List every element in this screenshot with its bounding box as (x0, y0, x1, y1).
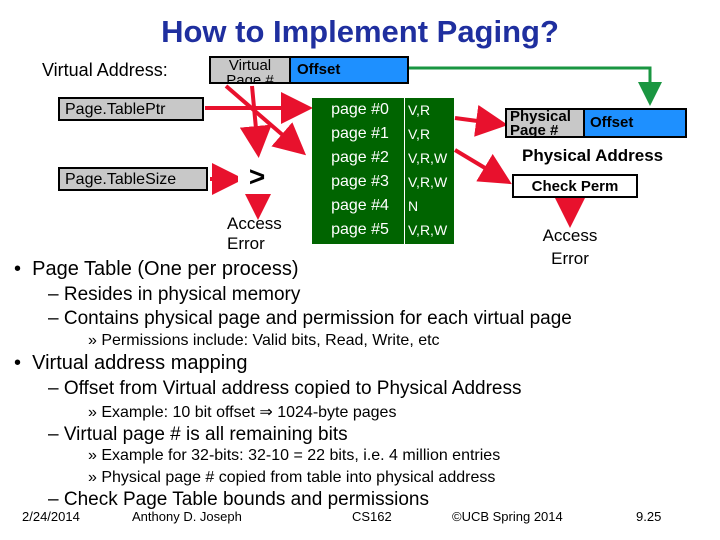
bullet-virtual-page: – Virtual page # is all remaining bits (48, 424, 348, 445)
page-table-ptr-text: Page.TablePtr (65, 101, 166, 118)
bullet-offset-example: » Example: 10 bit offset ⇒ 1024-byte pag… (88, 402, 396, 422)
physical-offset-field: Offset (583, 108, 687, 138)
offset-to-physical-arrow (409, 66, 662, 106)
page-table-perm: V,R (408, 126, 431, 142)
page-table-divider (404, 98, 405, 244)
page-table-page: page #2 (331, 149, 389, 166)
footer-course: CS162 (352, 509, 392, 524)
page-table-ptr-register: Page.TablePtr (58, 97, 204, 121)
page-table-row: page #5 V,R,W (312, 218, 454, 242)
physical-offset-field-text: Offset (590, 114, 634, 131)
table-to-check-perm-arrow (453, 148, 512, 185)
virtual-offset-field-text: Offset (297, 61, 341, 78)
page-table-size-text: Page.TableSize (65, 171, 177, 188)
footer-copyright: ©UCB Spring 2014 (452, 509, 563, 524)
bullet-permissions: » Permissions include: Valid bits, Read,… (88, 332, 440, 349)
bullet-mapping-text: Virtual address mapping (32, 352, 248, 374)
page-table-perm: V,R (408, 102, 431, 118)
implies-arrow-icon: ⇒ (259, 404, 273, 421)
physical-page-field-text: Physical Page # (510, 108, 571, 138)
compare-symbol: > (238, 160, 276, 194)
access-error-left: Access Error (227, 214, 282, 253)
page-table-row: page #4 N (312, 194, 454, 218)
page-table-row: page #3 V,R,W (312, 170, 454, 194)
offset-example-result: 1024-byte pages (277, 404, 397, 421)
page-table-page: page #3 (331, 173, 389, 190)
physical-page-field: Physical Page # (505, 108, 585, 138)
page-table-perm: V,R,W (408, 150, 448, 166)
check-perm-box: Check Perm (512, 174, 638, 198)
footer-slide-number: 9.25 (636, 509, 662, 524)
access-error-right: Access Error (542, 226, 598, 268)
bullet-page-table-text: Page Table (One per process) (32, 258, 299, 280)
page-table-page: page #5 (331, 221, 389, 238)
physical-address-label: Physical Address (522, 146, 664, 165)
page-table-row: page #1 V,R (312, 122, 454, 146)
table-to-physical-page-arrow (454, 104, 508, 137)
page-table-size-register: Page.TableSize (58, 167, 208, 191)
footer-author: Anthony D. Joseph (132, 509, 242, 524)
page-table: page #0 V,R page #1 V,R page #2 V,R,W pa… (312, 98, 454, 244)
page-table-page: page #4 (331, 197, 389, 214)
bullet-physical-copy: » Physical page # copied from table into… (88, 469, 496, 486)
page-table-row: page #0 V,R (312, 98, 454, 122)
bullet-mapping: • Virtual address mapping (14, 352, 248, 374)
bullet-check-bounds: – Check Page Table bounds and permission… (48, 489, 429, 510)
virtual-page-field-text: Virtual Page # (226, 57, 274, 84)
offset-example-text: » Example: 10 bit offset (88, 404, 255, 421)
page-table-page: page #1 (331, 125, 389, 142)
check-perm-text: Check Perm (531, 178, 619, 195)
page-table-perm: N (408, 198, 419, 214)
page-table-perm: V,R,W (408, 174, 448, 190)
bullet-offset: – Offset from Virtual address copied to … (48, 378, 522, 399)
page-number-to-table-arrow (224, 84, 307, 156)
page-number-to-compare-arrow (239, 85, 272, 158)
page-table-row: page #2 V,R,W (312, 146, 454, 170)
virtual-offset-field: Offset (289, 56, 409, 84)
page-table-page: page #0 (331, 101, 389, 118)
bullet-resides: – Resides in physical memory (48, 284, 301, 305)
bullet-contains: – Contains physical page and permission … (48, 308, 572, 329)
bullet-page-table: • Page Table (One per process) (14, 258, 299, 280)
page-table-perm: V,R,W (408, 222, 448, 238)
bullet-32bit-example: » Example for 32-bits: 32-10 = 22 bits, … (88, 447, 501, 464)
virtual-page-field: Virtual Page # (209, 56, 291, 84)
footer-date: 2/24/2014 (22, 509, 80, 524)
virtual-address-label: Virtual Address: (42, 60, 168, 80)
slide-title: How to Implement Paging? (161, 14, 559, 49)
